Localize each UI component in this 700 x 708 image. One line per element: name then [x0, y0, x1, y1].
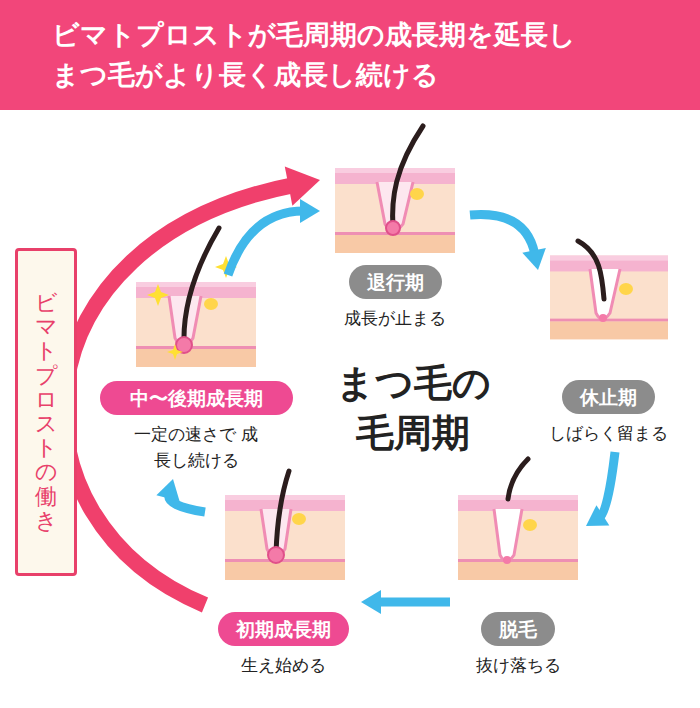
title-text: ビマトプロストが毛周期の成長期を延長し まつ毛がより長く成長し続ける: [52, 15, 597, 95]
skin-block: [458, 495, 578, 580]
shedding-figure: [458, 459, 578, 580]
stage-description: 一定の速さで 成長し続ける: [132, 421, 260, 473]
skin-block: [550, 256, 668, 340]
sebaceous-gland: [204, 298, 218, 310]
arrowhead: [285, 166, 320, 205]
stage-node: 初期成長期生え始める: [205, 490, 361, 684]
connector-line: [64, 185, 295, 605]
hair-bulb: [386, 221, 400, 235]
sebaceous-gland: [619, 283, 633, 295]
arrowhead: [300, 199, 320, 223]
eyelash: [276, 471, 289, 553]
hair-bulb: [268, 547, 284, 563]
sebaceous-gland: [292, 513, 306, 525]
stage-node: 退行期成長が止まる: [320, 165, 470, 337]
bracket-box: ビマトプロストの働き: [15, 248, 77, 576]
hair-bulb: [599, 314, 607, 322]
stage-pill: 休止期: [562, 380, 655, 414]
stage-description: 生え始める: [205, 652, 361, 678]
early-anagen-figure: [225, 471, 345, 580]
arrowhead: [156, 479, 179, 501]
connector-line: [470, 214, 535, 254]
cycle-arrow: [228, 199, 320, 275]
center-label: まつ毛の 毛周期: [318, 358, 508, 458]
title-banner: [0, 0, 700, 110]
vertical-label: ビマトプロストの働き: [35, 291, 57, 533]
eyelash: [578, 241, 604, 299]
skin-block: [225, 495, 345, 580]
stage-pill: 中〜後期成長期: [100, 381, 293, 415]
follicle: [494, 509, 522, 561]
sparkle: [167, 344, 183, 360]
cycle-arrow: [361, 590, 450, 614]
stage-node: 中〜後期成長期一定の速さで 成長し続ける: [78, 275, 314, 479]
catagen-figure: [335, 126, 455, 253]
skin-block: [136, 282, 256, 367]
sparkle: [147, 284, 169, 306]
eyelash: [393, 126, 423, 228]
stage-pill: 退行期: [349, 265, 442, 299]
eyelash: [184, 228, 219, 344]
arrowhead: [361, 590, 381, 614]
stage-description: しばらく留まる: [538, 420, 678, 446]
stage-node: 休止期しばらく留まる: [538, 248, 678, 452]
cycle-arrow: [586, 452, 615, 526]
cycle-arrow: [470, 214, 546, 270]
connector-line: [228, 211, 304, 275]
connector-line: [377, 598, 450, 607]
hair-bulb: [503, 556, 511, 564]
stage-description: 抜け落ちる: [450, 652, 586, 678]
cycle-arrow: [156, 479, 205, 512]
arrowhead: [586, 505, 609, 526]
telogen-figure: [550, 241, 668, 339]
stage-description: 成長が止まる: [320, 305, 470, 331]
shed-eyelash: [508, 459, 528, 499]
arrowhead: [522, 248, 546, 270]
connector-line: [599, 452, 615, 517]
stage-node: 脱毛抜け落ちる: [450, 490, 586, 684]
sebaceous-gland: [523, 519, 537, 531]
sebaceous-gland: [410, 188, 424, 200]
stage-pill: 脱毛: [481, 612, 555, 646]
stage-pill: 初期成長期: [218, 612, 349, 646]
effect-arrow: [64, 166, 320, 605]
